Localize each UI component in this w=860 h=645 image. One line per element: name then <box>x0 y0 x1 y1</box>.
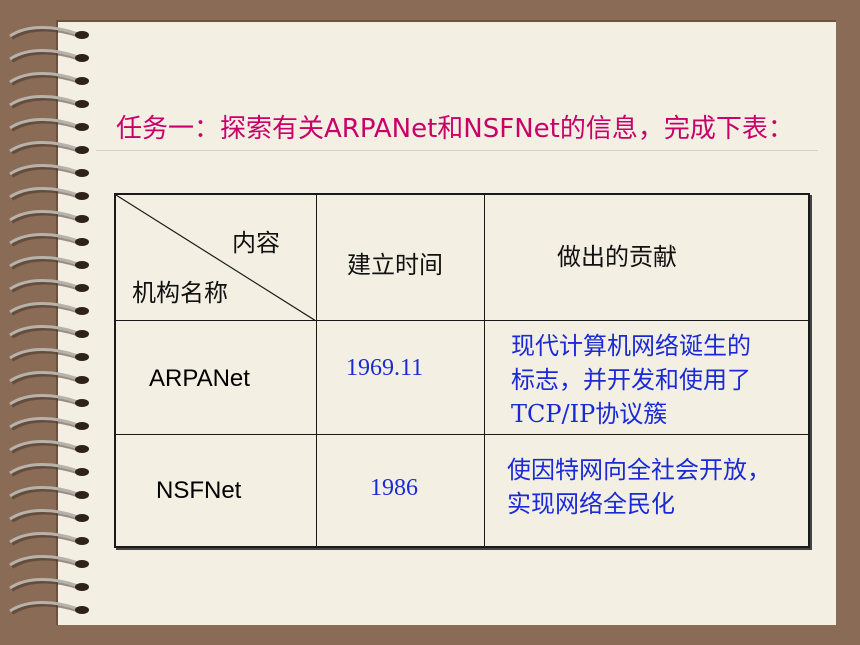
contribution-cell: 现代计算机网络诞生的 标志，并开发和使用了 TCP/IP协议簇 <box>484 319 810 435</box>
corner-header-cell: 内容 机构名称 <box>114 193 317 321</box>
binding-ring <box>9 325 89 339</box>
binding-ring <box>9 463 89 477</box>
binding-ring <box>9 555 89 569</box>
binding-ring <box>9 164 89 178</box>
binding-ring <box>9 26 89 40</box>
binding-ring <box>9 371 89 385</box>
spiral-binding <box>9 26 89 615</box>
binding-ring <box>9 417 89 431</box>
contribution-line: 现代计算机网络诞生的 <box>511 331 751 360</box>
binding-ring <box>9 187 89 201</box>
table-row: ARPANet 1969.11 现代计算机网络诞生的 标志，并开发和使用了 TC… <box>114 319 810 435</box>
contribution-cell: 使因特网向全社会开放， 实现网络全民化 <box>484 433 810 548</box>
binding-ring <box>9 49 89 63</box>
info-table: 内容 机构名称 建立时间 做出的贡献 ARPANet 1969.11 现代计算机… <box>114 193 810 548</box>
table-row: NSFNet 1986 使因特网向全社会开放， 实现网络全民化 <box>114 433 810 548</box>
binding-ring <box>9 486 89 500</box>
contribution-line: TCP/IP协议簇 <box>511 399 668 428</box>
binding-ring <box>9 348 89 362</box>
contribution-line: 标志，并开发和使用了 <box>511 365 751 394</box>
time-header-label: 建立时间 <box>347 251 443 279</box>
binding-ring <box>9 233 89 247</box>
time-header-cell: 建立时间 <box>316 193 485 321</box>
binding-ring <box>9 210 89 224</box>
contribution-line: 实现网络全民化 <box>507 489 675 518</box>
contribution-line: 使因特网向全社会开放， <box>507 455 771 484</box>
binding-ring <box>9 601 89 615</box>
binding-ring <box>9 141 89 155</box>
org-cell: ARPANet <box>114 319 317 435</box>
time-cell: 1969.11 <box>316 319 485 435</box>
binding-ring <box>9 72 89 86</box>
binding-ring <box>9 532 89 546</box>
time-cell: 1986 <box>316 433 485 548</box>
binding-ring <box>9 95 89 109</box>
contribution-header-label: 做出的贡献 <box>557 243 677 271</box>
title-divider <box>96 150 818 151</box>
corner-top-label: 内容 <box>232 229 280 257</box>
binding-ring <box>9 509 89 523</box>
slide-title: 任务一：探索有关ARPANet和NSFNet的信息，完成下表： <box>116 114 794 144</box>
binding-ring <box>9 578 89 592</box>
binding-ring <box>9 394 89 408</box>
binding-ring <box>9 256 89 270</box>
time-value: 1986 <box>370 474 418 501</box>
org-label: NSFNet <box>156 476 242 504</box>
diagonal-divider <box>116 195 316 321</box>
org-cell: NSFNet <box>114 433 317 548</box>
corner-bottom-label: 机构名称 <box>132 279 228 307</box>
binding-ring <box>9 118 89 132</box>
org-label: ARPANet <box>149 364 250 392</box>
binding-ring <box>9 279 89 293</box>
binding-ring <box>9 302 89 316</box>
binding-ring <box>9 440 89 454</box>
contribution-header-cell: 做出的贡献 <box>484 193 810 321</box>
time-value: 1969.11 <box>346 354 424 381</box>
